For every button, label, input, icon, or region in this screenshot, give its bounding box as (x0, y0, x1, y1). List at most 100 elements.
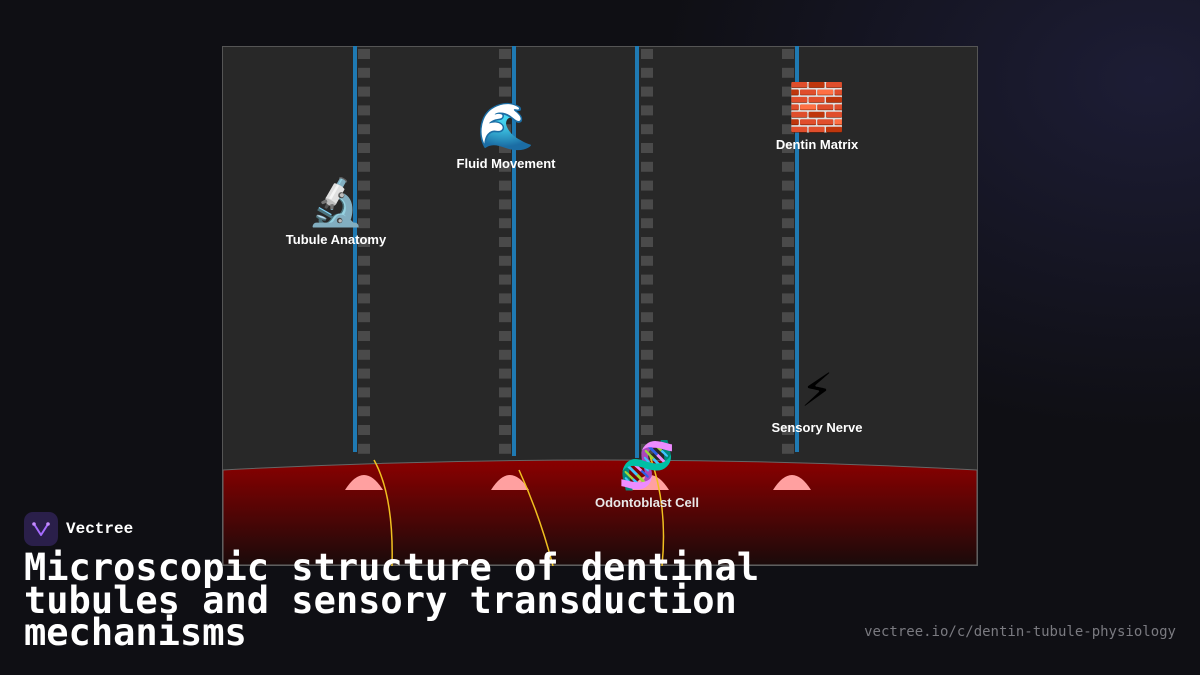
microscope-icon: 🔬 (307, 175, 365, 229)
source-url[interactable]: vectree.io/c/dentin-tubule-physiology (864, 624, 1176, 640)
wall-stud (358, 368, 370, 379)
wall-stud (499, 143, 511, 153)
wall-stud (641, 49, 653, 59)
nerve-fiber (649, 455, 665, 566)
wall-stud (782, 274, 794, 285)
wall-stud (641, 143, 653, 153)
wall-stud (499, 67, 511, 78)
wall-stud (499, 237, 511, 247)
node-odontoblast-cell[interactable]: 🧬 Odontoblast Cell (567, 439, 727, 510)
wall-stud (499, 199, 511, 210)
wall-stud (782, 443, 794, 454)
wall-stud (782, 349, 794, 360)
wall-stud (499, 274, 511, 285)
wall-stud (641, 443, 653, 454)
wall-stud (358, 331, 370, 341)
wall-stud (782, 143, 794, 153)
wall-stud (499, 218, 511, 229)
diagram-canvas (222, 46, 978, 566)
wall-stud (499, 443, 511, 454)
dna-icon: 🧬 (618, 438, 676, 492)
wall-stud (358, 143, 370, 153)
wall-stud (641, 124, 653, 135)
odontoblast-body (491, 475, 529, 490)
wall-stud (358, 49, 370, 59)
wall-stud (641, 368, 653, 379)
wall-stud (358, 293, 370, 304)
node-label: Odontoblast Cell (595, 495, 699, 510)
page-title: Microscopic structure of dentinal tubule… (24, 546, 760, 654)
node-label: Dentin Matrix (775, 137, 859, 152)
wall-stud (782, 218, 794, 229)
wall-stud (358, 180, 370, 191)
odontoblast-body (773, 475, 811, 490)
nerve-fibers (373, 455, 665, 566)
wall-stud (499, 49, 511, 59)
odontoblast-body (631, 475, 669, 490)
node-label: Sensory Nerve (771, 420, 863, 435)
wall-stud (782, 387, 794, 398)
wall-stud (782, 237, 794, 247)
wall-stud (641, 274, 653, 285)
node-fluid-movement[interactable]: 🌊 Fluid Movement (426, 100, 586, 171)
node-sensory-nerve[interactable]: ⚡ Sensory Nerve (737, 364, 897, 435)
wall-stud (641, 387, 653, 398)
nerve-fiber (373, 459, 393, 566)
wall-stud (782, 105, 794, 116)
wall-stud (499, 349, 511, 360)
wall-stud (641, 331, 653, 341)
brand[interactable]: Vectree (24, 512, 133, 546)
wall-stud (782, 425, 794, 435)
wall-stud (499, 161, 511, 172)
wall-stud (499, 124, 511, 135)
brand-name: Vectree (66, 520, 134, 538)
wall-stud (499, 86, 511, 97)
wall-stud (358, 199, 370, 210)
wall-stud (641, 406, 653, 417)
dentin-tubule-diagram: 🔬 Tubule Anatomy 🌊 Fluid Movement 🧱 Dent… (222, 46, 978, 566)
water-wave-icon: 🌊 (477, 99, 535, 153)
odontoblast-layer (345, 475, 811, 490)
wall-stud (499, 312, 511, 323)
wall-stud (641, 293, 653, 304)
vectree-logo-icon (24, 512, 58, 546)
tubule-lines (353, 46, 799, 458)
wall-stud (641, 67, 653, 78)
wall-stud (499, 331, 511, 341)
wall-stud (782, 49, 794, 59)
wall-stud (641, 199, 653, 210)
wall-stud (499, 425, 511, 435)
wall-stud (358, 255, 370, 266)
wall-stud (358, 86, 370, 97)
wall-stud (358, 105, 370, 116)
node-dentin-matrix[interactable]: 🧱 Dentin Matrix (737, 81, 897, 152)
wall-stud (782, 368, 794, 379)
odontoblast-body (345, 475, 383, 490)
node-label: Tubule Anatomy (285, 232, 387, 247)
wall-stud (641, 180, 653, 191)
tubule-wall-texture (358, 49, 794, 454)
node-tubule-anatomy[interactable]: 🔬 Tubule Anatomy (256, 176, 416, 247)
wall-stud (641, 237, 653, 247)
wall-stud (641, 218, 653, 229)
nerve-fiber (518, 469, 554, 566)
wall-stud (641, 86, 653, 97)
wall-stud (499, 387, 511, 398)
wall-stud (641, 161, 653, 172)
wall-stud (782, 180, 794, 191)
wall-stud (641, 425, 653, 435)
wall-stud (358, 387, 370, 398)
wall-stud (641, 255, 653, 266)
wall-stud (641, 105, 653, 116)
wall-stud (782, 255, 794, 266)
wall-stud (782, 161, 794, 172)
wall-stud (358, 274, 370, 285)
wall-stud (499, 406, 511, 417)
wall-stud (782, 124, 794, 135)
wall-stud (358, 443, 370, 454)
wall-stud (358, 218, 370, 229)
wall-stud (358, 349, 370, 360)
wall-stud (499, 180, 511, 191)
wall-stud (358, 237, 370, 247)
wall-stud (641, 349, 653, 360)
